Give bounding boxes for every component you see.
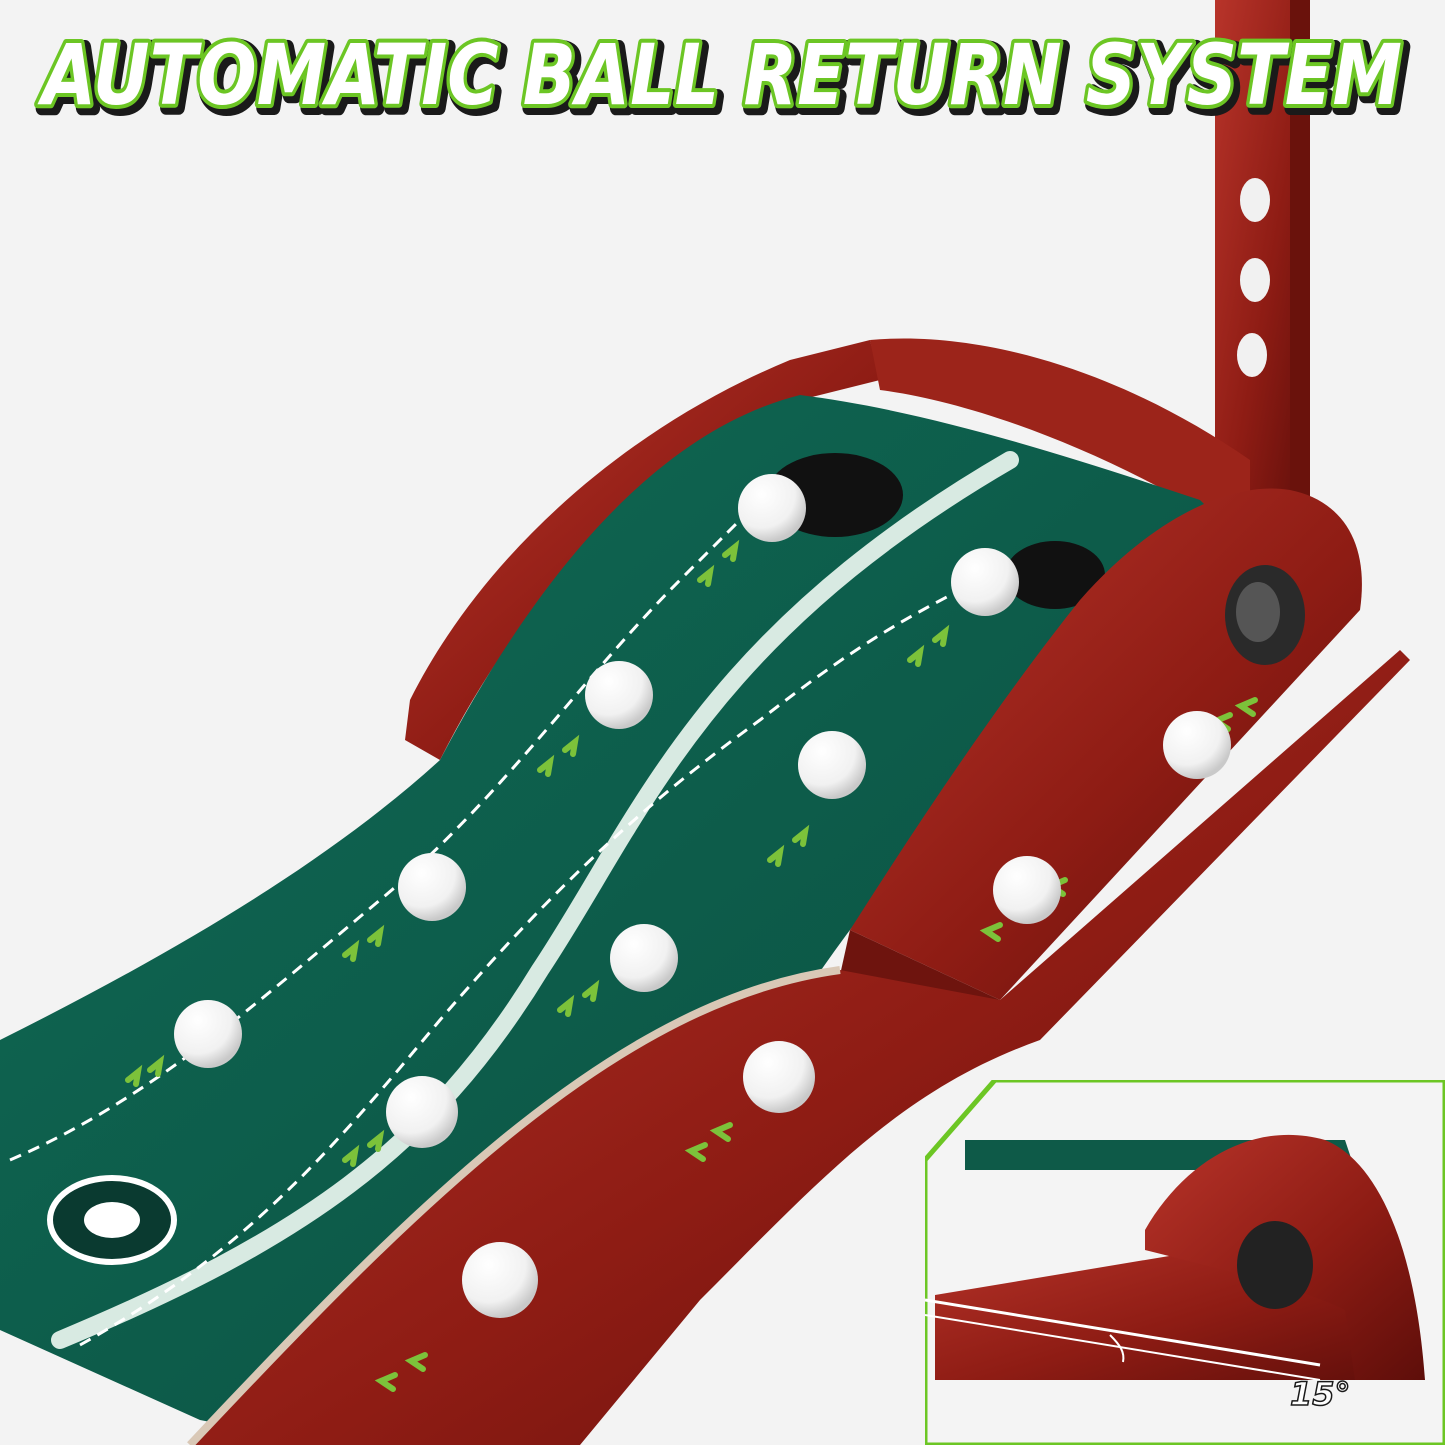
headline-outline: AUTOMATIC BALL RETURN SYSTEM [37,26,1402,124]
back-rail [870,338,1250,510]
lower-cup-hole [1005,541,1105,609]
inset-angle-label: 15° [1290,1375,1351,1413]
golf-ball [951,548,1019,616]
lane-divider [51,451,1019,1349]
golf-ball [738,474,806,542]
right-lane-path [79,578,981,1347]
left-lane-path [9,498,762,1162]
return-rail-edge [187,966,841,1445]
golf-ball [174,1000,242,1068]
golf-ball [610,924,678,992]
putting-mat [0,395,1210,1445]
golf-ball [743,1041,815,1113]
inset-angle-arc [1109,1334,1125,1363]
headline-shadow: AUTOMATIC BALL RETURN SYSTEM [41,30,1406,128]
inset-base-line [925,1314,1321,1381]
golf-ball [386,1076,458,1148]
inset-angle-line [925,1298,1321,1367]
golf-ball [462,1242,538,1318]
golf-ball [398,853,466,921]
golf-ball [585,661,653,729]
target-marker [47,1175,177,1265]
golf-ball [1163,711,1231,779]
golf-ball [993,856,1061,924]
angle-detail-inset: 15° [925,1080,1445,1445]
golf-balls [174,474,1231,1318]
guide-arrows [125,539,1258,1392]
left-side-wall [405,340,880,760]
golf-ball [798,731,866,799]
inset-return-hole [1237,1221,1313,1309]
headline-text: AUTOMATIC BALL RETURN SYSTEM [37,26,1402,124]
headline-banner: AUTOMATIC BALL RETURN SYSTEM AUTOMATIC B… [33,22,1413,135]
back-post [1215,0,1310,530]
